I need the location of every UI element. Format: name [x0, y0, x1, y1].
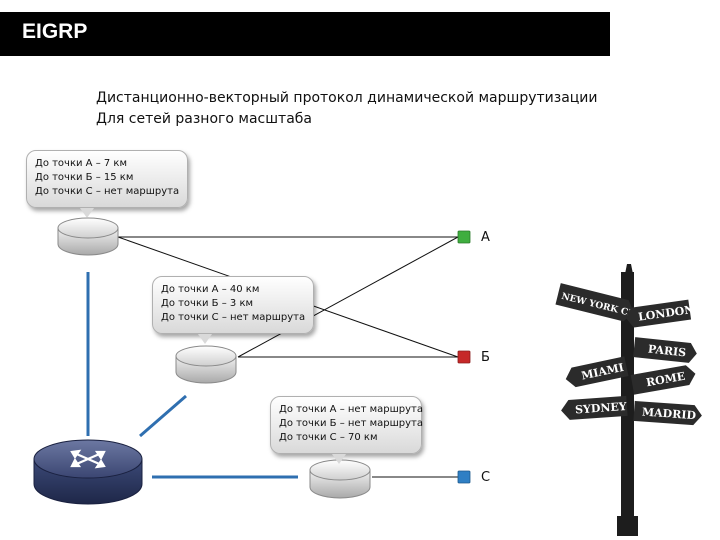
destination-c-label: С [481, 470, 491, 485]
callout-2-tail [198, 334, 212, 344]
destination-c-marker [457, 470, 471, 484]
callout-1-line-3: До точки С – нет маршрута [35, 186, 180, 197]
callout-2-line-1: До точки А – 40 км [161, 284, 260, 295]
callout-router-2: До точки А – 40 км До точки Б – 3 км До … [152, 276, 314, 334]
callout-1-line-2: До точки Б – 15 км [35, 172, 134, 183]
router-3 [309, 459, 371, 499]
callout-3-line-1: До точки А – нет маршрута [279, 404, 423, 415]
subtitle-line-2: Для сетей разного масштаба [96, 111, 312, 127]
destination-b-marker [457, 350, 471, 364]
destination-b-label: Б [481, 350, 490, 365]
subtitle-line-1: Дистанционно-векторный протокол динамиче… [96, 90, 598, 106]
sign-sydney: SYDNEY [575, 400, 628, 417]
router-2 [175, 345, 237, 384]
destination-a-marker [457, 230, 471, 244]
callout-2-line-3: До точки С – нет маршрута [161, 312, 306, 323]
signpost-illustration: NEW YORK CITY LONDON PARIS MIAMI ROME SY… [555, 264, 702, 536]
router-1 [57, 217, 119, 256]
sign-madrid: MADRID [642, 405, 697, 422]
callout-1-line-1: До точки А – 7 км [35, 158, 128, 169]
callout-3-line-2: До точки Б – нет маршрута [279, 418, 423, 429]
destination-a-label: А [481, 230, 490, 245]
page-title: EIGRP [22, 20, 88, 43]
core-router [33, 439, 143, 505]
sign-paris: PARIS [647, 343, 686, 360]
subtitle: Дистанционно-векторный протокол динамиче… [96, 88, 598, 130]
title-bar: EIGRP [0, 12, 610, 56]
callout-3-line-3: До точки С – 70 км [279, 432, 378, 443]
router-arrows-icon [70, 449, 106, 469]
callout-1-tail [80, 208, 94, 218]
callout-router-1: До точки А – 7 км До точки Б – 15 км До … [26, 150, 188, 208]
callout-3-tail [332, 454, 346, 464]
callout-router-3: До точки А – нет маршрута До точки Б – н… [270, 396, 423, 454]
callout-2-line-2: До точки Б – 3 км [161, 298, 254, 309]
link-r2-a [237, 236, 459, 358]
link-core-r2 [139, 394, 187, 438]
